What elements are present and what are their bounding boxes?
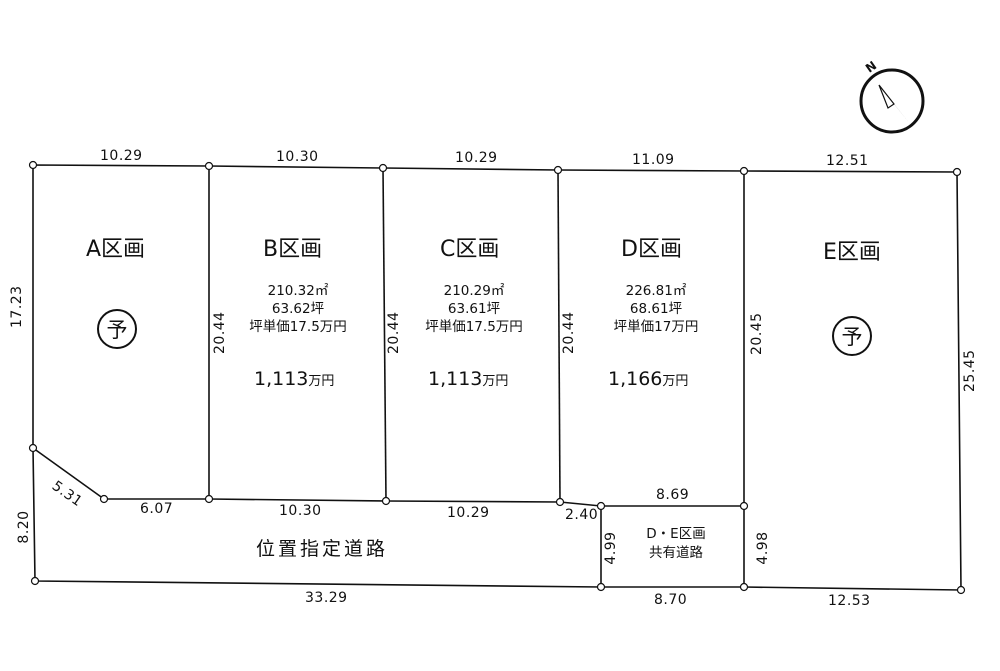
- lot-b-price: 1,113万円: [254, 368, 334, 390]
- survey-point: [204, 494, 214, 504]
- lot-divider-cd: [557, 169, 561, 503]
- dim-road-step: 2.40: [565, 507, 599, 523]
- lot-d-price-unit: 万円: [662, 374, 689, 389]
- dim-top-a: 10.29: [100, 148, 143, 164]
- dim-bottom-d: 8.69: [656, 487, 690, 503]
- lot-c-price: 1,113万円: [428, 368, 508, 390]
- dim-right-e: 25.45: [962, 349, 978, 392]
- lot-d-price: 1,166万円: [608, 368, 688, 390]
- dim-top-d: 11.09: [632, 152, 675, 168]
- lot-d-price-value: 1,166: [608, 368, 663, 390]
- survey-point: [28, 443, 38, 453]
- lot-bottom-line: [32, 447, 744, 507]
- dim-road-left: 8.20: [16, 510, 32, 544]
- lot-d-info: 226.81㎡ 68.61坪 坪単価17万円: [594, 282, 718, 336]
- survey-point: [30, 576, 40, 586]
- lot-b-name: B区画: [263, 237, 323, 262]
- lot-c-name: C区画: [440, 237, 500, 262]
- lot-c-price-unit: 万円: [482, 374, 509, 389]
- lot-b-info: 210.32㎡ 63.62坪 坪単価17.5万円: [236, 282, 360, 336]
- dim-shared-bottom: 8.70: [654, 592, 688, 608]
- survey-point: [739, 501, 749, 511]
- north-arrow-icon: [859, 68, 925, 134]
- lot-b-unit-price: 坪単価17.5万円: [249, 319, 347, 335]
- survey-point: [956, 585, 966, 595]
- dim-bottom-a: 6.07: [140, 501, 174, 517]
- shared-road-label: D・E区画 共有道路: [626, 525, 726, 563]
- lot-d-area-tsubo: 68.61坪: [629, 301, 683, 317]
- dim-bottom-e: 12.53: [828, 593, 871, 609]
- survey-point: [596, 501, 606, 511]
- dim-shared-left: 4.99: [603, 531, 619, 565]
- lot-b-area-tsubo: 63.62坪: [271, 301, 325, 317]
- dim-bc: 20.44: [386, 311, 402, 354]
- dim-left-a: 17.23: [9, 285, 25, 328]
- survey-point: [555, 497, 565, 507]
- survey-point: [28, 160, 38, 170]
- survey-point: [952, 167, 962, 177]
- lot-divider-bc: [382, 167, 387, 502]
- shared-road-line2: 共有道路: [649, 545, 703, 561]
- lot-d-unit-price: 坪単価17万円: [613, 319, 699, 335]
- survey-point: [381, 496, 391, 506]
- lot-c-info: 210.29㎡ 63.61坪 坪単価17.5万円: [412, 282, 536, 336]
- dim-cd: 20.44: [561, 311, 577, 354]
- survey-point: [596, 582, 606, 592]
- dim-bottom-b: 10.30: [279, 503, 322, 519]
- reserved-badge-e: 予: [832, 316, 872, 356]
- dim-shared-right: 4.98: [755, 531, 771, 565]
- dim-road-bottom: 33.29: [305, 590, 348, 606]
- lot-a-name: A区画: [86, 237, 146, 262]
- survey-point: [739, 166, 749, 176]
- lot-e-name: E区画: [823, 240, 881, 265]
- designated-road-label: 位置指定道路: [256, 538, 389, 560]
- lot-b-price-unit: 万円: [308, 374, 335, 389]
- dim-bottom-c: 10.29: [447, 505, 490, 521]
- lot-c-area-tsubo: 63.61坪: [447, 301, 501, 317]
- survey-point: [204, 161, 214, 171]
- dim-top-e: 12.51: [826, 153, 869, 169]
- reserved-badge-a: 予: [97, 309, 137, 349]
- survey-point: [739, 582, 749, 592]
- survey-point: [378, 163, 388, 173]
- survey-point: [99, 494, 109, 504]
- outer-boundary: [32, 164, 962, 591]
- lot-d-name: D区画: [621, 237, 682, 262]
- lot-c-area-m2: 210.29㎡: [443, 283, 505, 299]
- lot-c-price-value: 1,113: [428, 368, 483, 390]
- survey-point: [553, 165, 563, 175]
- dim-top-b: 10.30: [276, 149, 319, 165]
- dim-ab: 20.44: [212, 311, 228, 354]
- lot-b-price-value: 1,113: [254, 368, 309, 390]
- dim-top-c: 10.29: [455, 150, 498, 166]
- lot-c-unit-price: 坪単価17.5万円: [425, 319, 523, 335]
- lot-b-area-m2: 210.32㎡: [267, 283, 329, 299]
- shared-road-line1: D・E区画: [646, 526, 706, 542]
- dim-de: 20.45: [749, 312, 765, 355]
- lot-d-area-m2: 226.81㎡: [625, 283, 687, 299]
